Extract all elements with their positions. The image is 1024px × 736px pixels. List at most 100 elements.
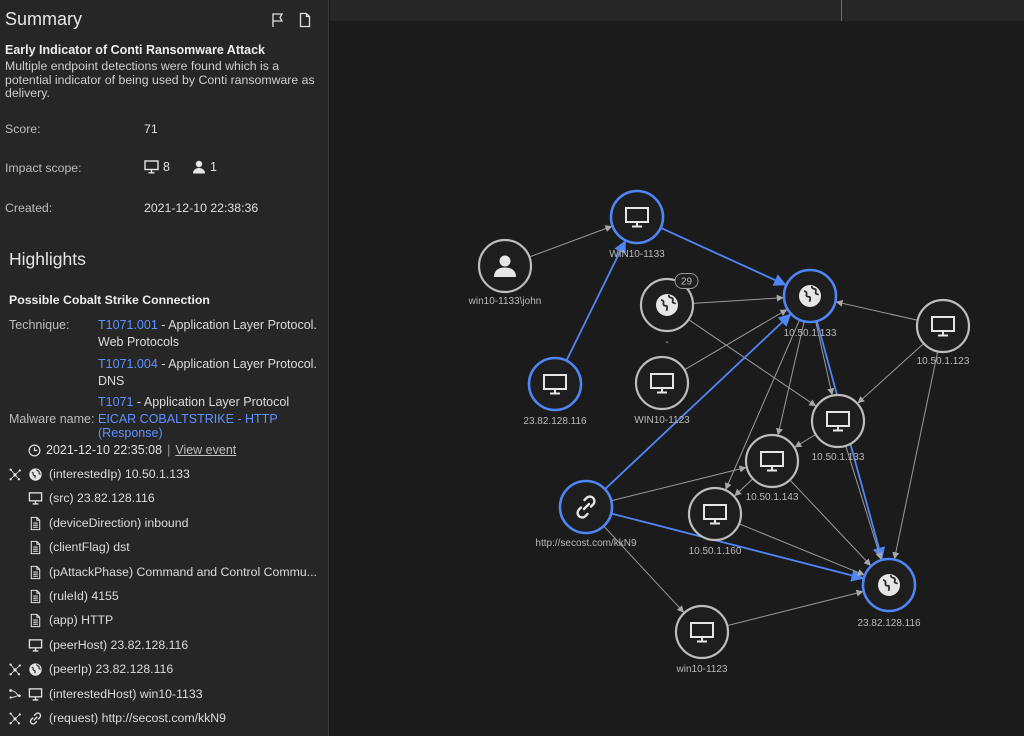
user-icon bbox=[192, 160, 205, 174]
graph-edge bbox=[725, 319, 801, 490]
summary-panel: Summary Early Indicator of Conti Ransomw… bbox=[0, 0, 329, 736]
node-link-icon bbox=[9, 663, 21, 676]
clock-icon bbox=[28, 444, 41, 456]
highlights-title: Highlights bbox=[9, 249, 86, 269]
malware-link[interactable]: EICAR COBALTSTRIKE - HTTP (Response) bbox=[98, 412, 278, 440]
graph-node-lower1123[interactable]: win10-1123 bbox=[674, 604, 730, 675]
highlight-detail-text: (interestedIp) 10.50.1.133 bbox=[49, 467, 190, 481]
attack-graph[interactable]: win10-1133\johnWIN10-1133-2910.50.1.1331… bbox=[330, 0, 1024, 736]
highlight-detail-text: (ruleId) 4155 bbox=[49, 589, 119, 603]
monitor-icon bbox=[650, 373, 674, 394]
highlight-detail-text: (peerIp) 23.82.128.116 bbox=[49, 662, 174, 677]
graph-node-ip116[interactable]: 23.82.128.116 bbox=[857, 557, 921, 629]
graph-node-h133[interactable]: 10.50.1.133 bbox=[810, 393, 866, 463]
user-icon bbox=[494, 255, 516, 277]
alert-title: Early Indicator of Conti Ransomware Atta… bbox=[5, 43, 266, 57]
created-label: Created: bbox=[5, 201, 53, 215]
graph-node-win1133[interactable]: WIN10-1133 bbox=[609, 189, 665, 260]
technique-text: - Application Layer Protocol. DNS bbox=[98, 357, 317, 388]
highlight-item-title: Possible Cobalt Strike Connection bbox=[9, 293, 210, 307]
monitor-icon bbox=[625, 207, 649, 228]
graph-edge bbox=[835, 299, 918, 321]
link-icon bbox=[576, 495, 596, 519]
graph-node-win1123[interactable]: WIN10-1123 bbox=[634, 355, 690, 426]
highlight-detail-text: (src) 23.82.128.116 bbox=[49, 491, 155, 506]
event-time-row: 2021-12-10 22:35:08 | View event bbox=[28, 443, 236, 457]
technique-link[interactable]: T1071.001 bbox=[98, 318, 158, 332]
monitor-icon bbox=[931, 316, 955, 337]
view-event-link[interactable]: View event bbox=[175, 443, 237, 457]
highlight-detail-row[interactable]: (app) HTTP bbox=[0, 611, 328, 631]
graph-edge bbox=[727, 589, 864, 627]
event-time: 2021-12-10 22:35:08 bbox=[46, 443, 163, 457]
document-icon bbox=[30, 516, 41, 530]
graph-node-src116[interactable]: 23.82.128.116 bbox=[523, 356, 587, 427]
graph-node-url[interactable]: http://secost.com/kkN9 bbox=[535, 479, 637, 549]
highlight-detail-row[interactable]: (interestedIp) 10.50.1.133 bbox=[0, 465, 328, 485]
technique-item: T1071 - Application Layer Protocol bbox=[98, 394, 323, 411]
technique-item: T1071.004 - Application Layer Protocol. … bbox=[98, 356, 323, 390]
document-icon[interactable] bbox=[297, 12, 313, 28]
graph-edge bbox=[794, 434, 817, 448]
highlight-detail-text: (clientFlag) dst bbox=[49, 540, 130, 555]
highlight-detail-row[interactable]: (interestedHost) win10-1133 bbox=[0, 685, 328, 705]
link-icon bbox=[29, 712, 42, 725]
graph-node-label: http://secost.com/kkN9 bbox=[535, 538, 637, 549]
graph-edges bbox=[529, 225, 939, 627]
graph-edge bbox=[734, 478, 754, 497]
graph-node-label: win10-1133\john bbox=[468, 296, 542, 307]
graph-edge bbox=[611, 465, 747, 502]
node-link-icon bbox=[9, 468, 21, 481]
graph-node-label: 10.50.1.133 bbox=[784, 328, 837, 339]
graph-edge bbox=[845, 445, 883, 560]
graph-node-h123[interactable]: 10.50.1.123 bbox=[915, 298, 971, 367]
monitor-icon bbox=[826, 411, 850, 432]
highlight-detail-text: (request) http://secost.com/kkN9 bbox=[49, 711, 227, 725]
impact-scope: 8 1 bbox=[144, 160, 217, 174]
graph-edge bbox=[660, 226, 787, 286]
graph-node-label: 10.50.1.123 bbox=[917, 356, 970, 367]
highlight-detail-row[interactable]: (deviceDirection) inbound bbox=[0, 514, 328, 534]
graph-node-label: 23.82.128.116 bbox=[857, 618, 921, 629]
flag-icon[interactable] bbox=[270, 12, 286, 28]
highlight-detail-row[interactable]: (pAttackPhase) Command and Control Commu… bbox=[0, 563, 328, 583]
count-badge-text: 29 bbox=[681, 277, 693, 288]
technique-label: Technique: bbox=[9, 318, 70, 332]
document-icon bbox=[30, 565, 41, 579]
graph-node-h143[interactable]: 10.50.1.143 bbox=[744, 433, 800, 503]
graph-node-ip133[interactable]: 10.50.1.133 bbox=[782, 268, 838, 339]
highlight-detail-row[interactable]: (peerIp) 23.82.128.116 bbox=[0, 660, 328, 680]
highlight-detail-row[interactable]: (src) 23.82.128.116 bbox=[0, 489, 328, 509]
summary-header: Summary bbox=[5, 9, 320, 31]
highlight-detail-row[interactable]: (request) http://secost.com/kkN9 bbox=[0, 709, 328, 729]
graph-node-label: WIN10-1133 bbox=[609, 249, 665, 260]
globe-icon bbox=[799, 285, 821, 307]
monitor-icon bbox=[703, 504, 727, 525]
graph-edge bbox=[565, 240, 626, 362]
graph-node-h160[interactable]: 10.50.1.160 bbox=[687, 486, 743, 557]
highlight-detail-row[interactable]: (clientFlag) dst bbox=[0, 538, 328, 558]
impact-devices-count: 8 bbox=[163, 160, 170, 174]
graph-node-dash[interactable]: -29 bbox=[639, 273, 699, 349]
globe-icon bbox=[878, 574, 900, 596]
graph-edge bbox=[738, 523, 865, 576]
graph-edge bbox=[684, 309, 788, 371]
highlight-detail-text: (pAttackPhase) Command and Control Commu… bbox=[49, 564, 317, 579]
document-icon bbox=[30, 614, 41, 628]
technique-link[interactable]: T1071.004 bbox=[98, 357, 158, 371]
summary-title: Summary bbox=[5, 9, 83, 29]
technique-link[interactable]: T1071 bbox=[98, 395, 134, 409]
graph-node-label: WIN10-1123 bbox=[634, 415, 690, 426]
technique-text: - Application Layer Protocol. Web Protoc… bbox=[98, 318, 317, 349]
graph-edge bbox=[529, 225, 613, 258]
highlight-detail-row[interactable]: (peerHost) 23.82.128.116 bbox=[0, 636, 328, 656]
graph-node-john[interactable]: win10-1133\john bbox=[468, 238, 542, 307]
highlight-detail-row[interactable]: (ruleId) 4155 bbox=[0, 587, 328, 607]
highlight-detail-text: (peerHost) 23.82.128.116 bbox=[49, 637, 189, 652]
score-value: 71 bbox=[144, 122, 158, 136]
impact-users-count: 1 bbox=[209, 160, 217, 174]
score-label: Score: bbox=[5, 122, 41, 136]
created-value: 2021-12-10 22:38:36 bbox=[144, 201, 259, 215]
malware-label: Malware name: bbox=[9, 412, 95, 426]
